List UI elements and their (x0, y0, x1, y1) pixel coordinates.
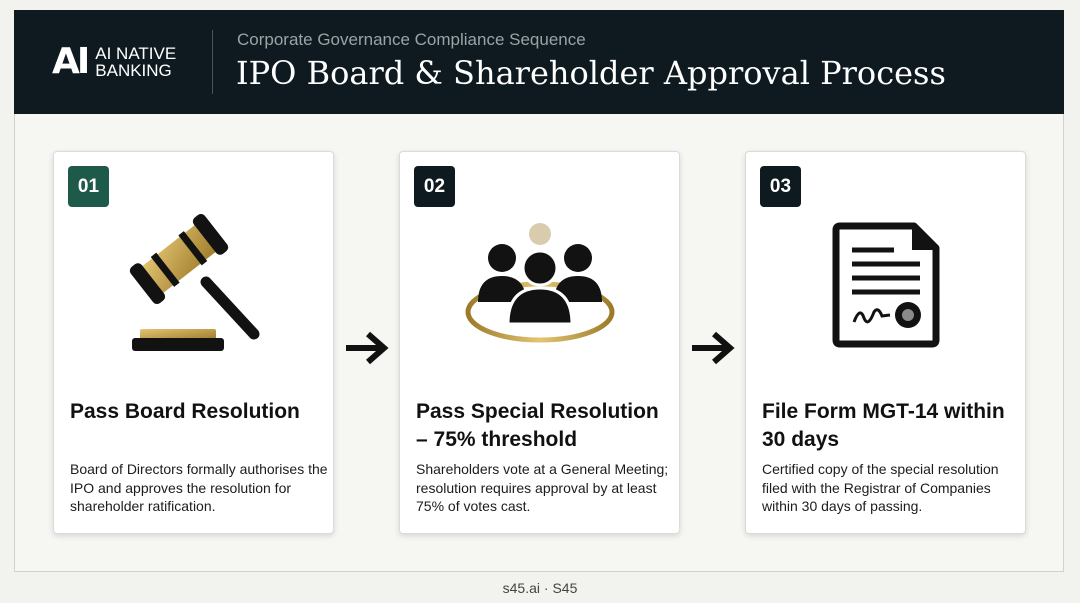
brand-mark: AI (52, 41, 90, 82)
step-card-2: 02 Pass Special Resolution – 75% thresho… (399, 151, 680, 534)
step-number-badge: 01 (68, 166, 109, 207)
arrow-right-icon (692, 331, 735, 365)
shareholders-group-icon (465, 223, 615, 343)
brand-line1: AI NATIVE (95, 44, 177, 63)
arrow-right-icon (346, 331, 389, 365)
step-description: Board of Directors formally authorises t… (70, 461, 328, 514)
brand-logo: AI AI NATIVE BANKING (52, 44, 176, 80)
step-title: Pass Special Resolution – 75% threshold (416, 400, 659, 451)
header-subtitle: Corporate Governance Compliance Sequence (237, 30, 586, 49)
brand-line2: BANKING (95, 61, 172, 80)
step-description: Certified copy of the special resolution… (762, 461, 999, 514)
gavel-icon (129, 214, 260, 351)
step-card-1: 01 Pass Board Resolution Board of Direct… (53, 151, 334, 534)
brand-name: AI NATIVE BANKING (95, 45, 176, 79)
step-title: Pass Board Resolution (70, 400, 300, 423)
step-description: Shareholders vote at a General Meeting; … (416, 461, 669, 514)
step-card-3: 03 File Form MGT-14 within 30 days Certi… (745, 151, 1026, 534)
step-title: File Form MGT-14 within 30 days (762, 400, 1005, 451)
certified-document-icon (832, 222, 940, 348)
header-divider (212, 30, 213, 94)
step-number-badge: 02 (414, 166, 455, 207)
header-bar: AI AI NATIVE BANKING Corporate Governanc… (14, 10, 1064, 114)
footer-text: s45.ai · S45 (502, 580, 578, 596)
page-title: IPO Board & Shareholder Approval Process (236, 54, 946, 92)
step-number-badge: 03 (760, 166, 801, 207)
